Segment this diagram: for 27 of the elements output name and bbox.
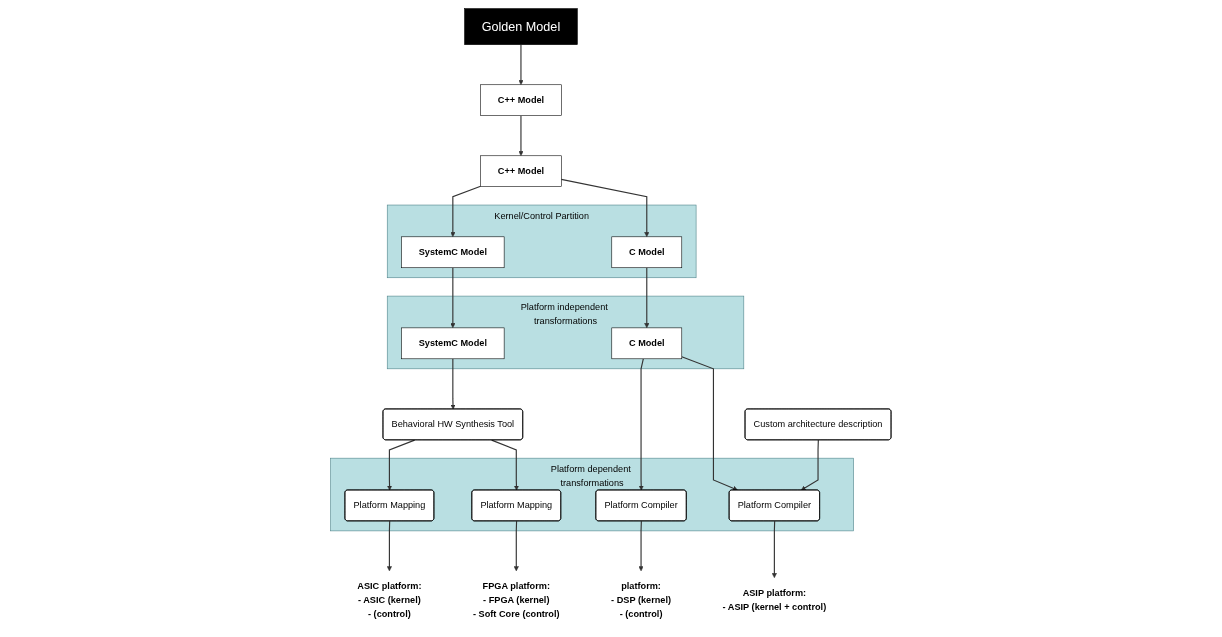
arrow: [560, 178, 650, 237]
arrow: [518, 43, 524, 85]
arrow: [801, 439, 820, 490]
node-box: C++ Model: [480, 83, 562, 116]
arrow: [450, 266, 456, 328]
arrow: [387, 520, 393, 571]
node-text: platform: - DSP (kernel) - (control): [611, 580, 672, 619]
arrow: [450, 357, 456, 409]
arrow: [387, 439, 416, 490]
arrow: [491, 439, 520, 490]
arrow: [450, 185, 482, 237]
node-box: SystemC Model: [401, 327, 505, 359]
arrow: [513, 520, 519, 571]
node-box: Golden Model: [464, 7, 578, 45]
node-box: C Model: [611, 327, 683, 359]
node-box: SystemC Model: [401, 236, 505, 268]
arrow: [681, 355, 739, 491]
arrow: [644, 266, 650, 328]
node-text: ASIP platform: - ASIP (kernel + control): [722, 587, 827, 612]
node-text: FPGA platform: - FPGA (kernel) - Soft Core (control): [473, 580, 560, 619]
node-text: ASIC platform: - ASIC (kernel) - (control): [357, 580, 422, 619]
arrow: [518, 114, 524, 156]
node-box: C Model: [611, 236, 683, 268]
node-box: C++ Model: [480, 155, 562, 187]
arrow: [772, 520, 778, 578]
arrow: [638, 357, 645, 490]
arrow: [638, 520, 644, 571]
